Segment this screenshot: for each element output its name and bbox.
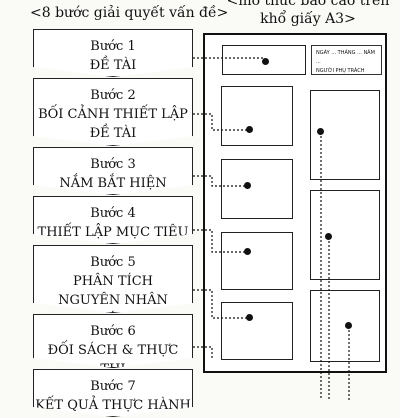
step-2-title-line1: BỐI CẢNH THIẾT LẬP bbox=[38, 107, 188, 122]
step-7-label: Bước 7 bbox=[90, 379, 136, 394]
steps-title: <8 bước giải quyết vấn đề> bbox=[30, 5, 229, 21]
a3-title-line1: <mô thức báo cáo trên bbox=[226, 0, 390, 9]
step-5-title-line1: PHÂN TÍCH bbox=[72, 274, 154, 289]
a3-box-current-state bbox=[221, 159, 293, 219]
connector-step-6 bbox=[193, 346, 213, 360]
step-1-label: Bước 1 bbox=[90, 39, 136, 54]
connector-lines bbox=[193, 57, 350, 400]
connector-step-5 bbox=[193, 289, 250, 319]
anchor-dot bbox=[345, 322, 352, 329]
step-4: Bước 4 THIẾT LẬP MỤC TIÊU bbox=[33, 196, 193, 244]
a3-header-date: NGÀY ... THÁNG ... NĂM ... bbox=[316, 50, 375, 65]
step-6-label: Bước 6 bbox=[90, 324, 136, 339]
a3-box-target bbox=[221, 232, 293, 290]
connector-step-2 bbox=[193, 113, 250, 131]
step-1: Bước 1 ĐỀ TÀI bbox=[33, 29, 193, 77]
anchor-dot bbox=[262, 58, 269, 65]
anchor-dot bbox=[317, 128, 324, 135]
step-2-title-line2: ĐỀ TÀI bbox=[89, 126, 137, 141]
a3-box-results bbox=[310, 190, 380, 280]
step-2: Bước 2 BỐI CẢNH THIẾT LẬP ĐỀ TÀI bbox=[33, 78, 193, 146]
a3-header-box: NGÀY ... THÁNG ... NĂM ... NGƯỜI PHỤ TRÁ… bbox=[311, 45, 382, 75]
step-5: Bước 5 PHÂN TÍCH NGUYÊN NHÂN CHÍNH bbox=[33, 245, 193, 313]
step-2-label: Bước 2 bbox=[90, 88, 136, 103]
a3-box-countermeasures bbox=[221, 302, 293, 360]
steps-column: Bước 1 ĐỀ TÀI Bước 2 BỐI CẢNH THIẾT LẬP … bbox=[33, 29, 193, 418]
anchor-dot bbox=[325, 233, 332, 240]
step-4-label: Bước 4 bbox=[90, 206, 136, 221]
step-5-label: Bước 5 bbox=[90, 255, 136, 270]
a3-header-owner: NGƯỜI PHỤ TRÁCH bbox=[316, 68, 365, 74]
a3-box-background bbox=[221, 86, 293, 146]
a3-box-root-cause bbox=[310, 90, 380, 180]
a3-title-line2: khổ giấy A3> bbox=[260, 11, 356, 27]
connector-step-3 bbox=[193, 175, 248, 187]
step-6: Bước 6 ĐỐI SÁCH & THỰC THI bbox=[33, 314, 193, 368]
step-4-title: THIẾT LẬP MỤC TIÊU bbox=[37, 225, 189, 240]
step-1-title: ĐỀ TÀI bbox=[89, 58, 137, 73]
a3-title: <mô thức báo cáo trên khổ giấy A3> bbox=[218, 0, 398, 28]
step-3-label: Bước 3 bbox=[90, 157, 136, 172]
connector-step-4 bbox=[193, 229, 248, 253]
